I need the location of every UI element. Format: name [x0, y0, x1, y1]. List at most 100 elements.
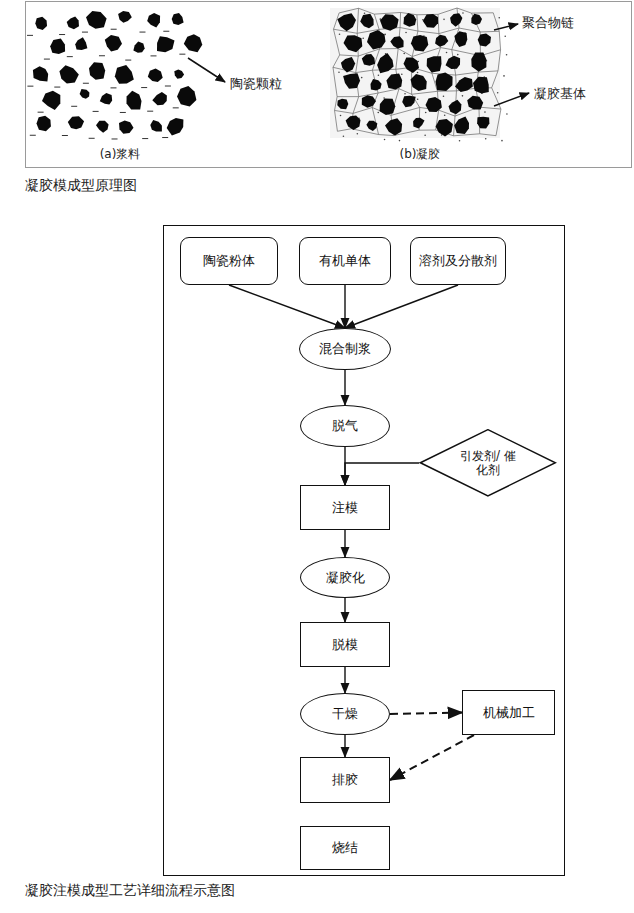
- polymer-chain: [498, 50, 501, 71]
- ceramic-particle: [471, 52, 486, 71]
- input-box: 有机单体: [299, 237, 391, 285]
- ceramic-particle: [380, 14, 399, 31]
- caption: 凝胶注模成型工艺详细流程示意图: [25, 882, 235, 900]
- polymer-chain: [454, 134, 480, 136]
- connector: [344, 285, 345, 328]
- figure-label: (b)凝胶: [400, 146, 441, 163]
- polymer-chain: [455, 75, 457, 91]
- liquid-dash: [179, 54, 185, 55]
- polymer-chain: [380, 48, 399, 49]
- polymer-chain: [379, 135, 394, 136]
- process-ellipse: 干燥: [300, 693, 390, 735]
- polymer-chain: [356, 70, 373, 72]
- connector: [344, 598, 345, 622]
- ceramic-particle: [100, 93, 112, 104]
- figure-frame: [26, 2, 632, 168]
- liquid-dash: [163, 31, 169, 32]
- gel-dot: [417, 98, 419, 100]
- ceramic-particle: [174, 70, 184, 79]
- ceramic-particle: [411, 35, 428, 52]
- liquid-dash: [82, 32, 88, 33]
- text-stack: 干燥: [332, 706, 358, 722]
- polymer-chain: [492, 71, 498, 88]
- text-stack: 凝胶化: [326, 570, 365, 586]
- polymer-chain: [400, 12, 401, 27]
- ceramic-particle: [42, 91, 60, 110]
- polymer-chain: [396, 49, 398, 70]
- node-text: 有机单体: [319, 253, 371, 269]
- node-text: 机械加工: [483, 705, 535, 721]
- ceramic-particle: [436, 119, 453, 137]
- gel-dot: [503, 75, 505, 77]
- ceramic-particle: [404, 58, 420, 74]
- gel-dot: [401, 73, 403, 75]
- node-text: 溶剂及分散剂: [419, 253, 497, 269]
- node-text: 脱气: [332, 418, 358, 434]
- liquid-dash: [125, 60, 131, 61]
- process-ellipse: 混合制浆: [299, 328, 390, 370]
- gel-dot: [361, 77, 363, 79]
- ceramic-particle: [454, 31, 467, 47]
- liquid-dash: [120, 112, 126, 113]
- liquid-dash: [93, 111, 99, 112]
- liquid-dash: [89, 138, 95, 139]
- polymer-network: [333, 8, 508, 142]
- ceramic-particle: [343, 73, 360, 89]
- gel-dot: [424, 134, 426, 136]
- leader-line: [494, 93, 529, 106]
- process-ellipse: 凝胶化: [300, 557, 390, 598]
- node-text: 注模: [332, 500, 358, 516]
- liquid-dash: [142, 138, 148, 139]
- input-box: 陶瓷粉体: [180, 237, 278, 285]
- gel-dot: [340, 115, 342, 117]
- polymer-chain: [391, 107, 420, 115]
- polymer-chain: [479, 107, 501, 109]
- gel-dot: [377, 112, 379, 114]
- polymer-chain: [333, 67, 337, 96]
- text-stack: 机械加工: [483, 705, 535, 721]
- flowchart-frame: [164, 226, 565, 876]
- polymer-chain: [480, 31, 499, 33]
- ceramic-particle: [427, 56, 442, 72]
- ceramic-particle: [86, 11, 107, 29]
- ceramic-particle: [471, 14, 482, 25]
- polymer-chain: [353, 108, 372, 114]
- ceramic-particle: [446, 56, 461, 69]
- text-stack: 烧结: [332, 840, 358, 856]
- ceramic-particle: [105, 35, 122, 52]
- gel-dot: [338, 71, 340, 73]
- figure-label: 凝胶模成型原理图: [25, 177, 137, 195]
- ceramic-particle: [426, 97, 442, 112]
- gel-dot: [485, 138, 487, 140]
- polymer-chain: [337, 96, 359, 97]
- liquid-dash: [62, 135, 68, 136]
- liquid-dash: [162, 137, 168, 138]
- polymer-chain: [340, 55, 359, 56]
- gel-dot: [506, 113, 508, 115]
- figure-label: 陶瓷颗粒: [230, 75, 282, 93]
- gel-dot: [378, 74, 380, 76]
- polymer-chain: [399, 89, 412, 95]
- polymer-chain: [335, 97, 338, 111]
- connector: [344, 735, 345, 757]
- ceramic-particle: [35, 17, 47, 30]
- polymer-chain: [419, 129, 435, 130]
- liquid-dash: [110, 87, 116, 88]
- gel-dot: [443, 96, 445, 98]
- ceramic-particle: [404, 13, 417, 27]
- gel-dot: [405, 32, 407, 34]
- liquid-dash: [165, 86, 171, 87]
- input-box: 溶剂及分散剂: [410, 237, 506, 285]
- node-text: 混合制浆: [319, 341, 371, 357]
- ceramic-particle: [436, 73, 453, 92]
- polymer-chain: [412, 91, 438, 94]
- liquid-dash: [30, 135, 36, 136]
- leader-line: [494, 24, 518, 30]
- ceramic-particle: [390, 36, 403, 48]
- ceramic-particle: [119, 120, 134, 133]
- polymer-chain: [438, 8, 457, 14]
- polymer-chain: [499, 31, 500, 50]
- gel-dot: [444, 114, 446, 116]
- ceramic-particle: [362, 54, 375, 66]
